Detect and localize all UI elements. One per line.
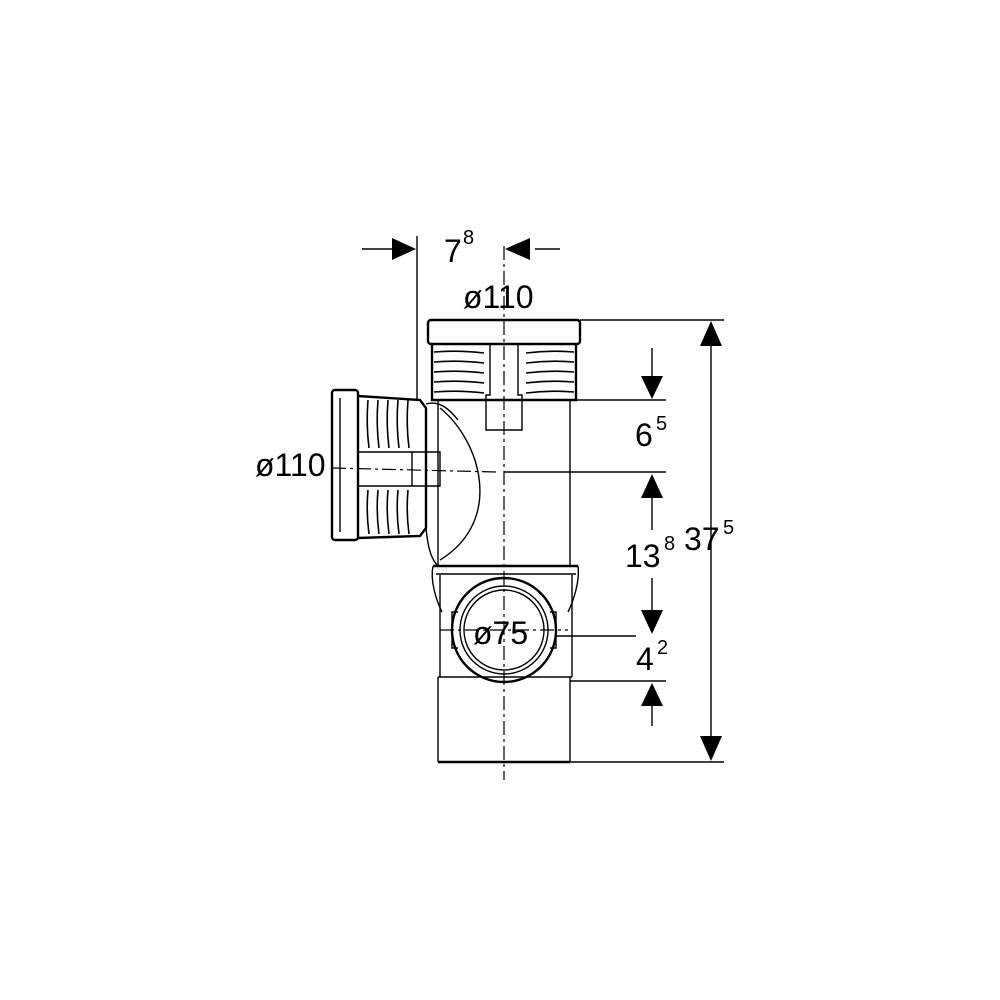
svg-text:2: 2 [657,637,668,659]
svg-text:8: 8 [463,227,474,249]
top-diameter-label: ø110 [463,279,534,315]
upper-dimension-label: 6 5 [635,413,667,453]
top-socket-threads [433,350,575,394]
svg-text:37: 37 [684,521,720,557]
side-branch-threads [366,399,410,535]
offset-label: 7 8 [444,227,474,269]
centre-lines [331,246,568,780]
svg-text:5: 5 [656,413,667,435]
lower-dimension-label: 4 2 [636,637,668,677]
front-diameter-label: ø75 [473,615,528,651]
main-pipe-body [426,318,582,764]
svg-text:7: 7 [444,233,462,269]
svg-text:5: 5 [723,517,734,539]
dimension-lines [362,236,724,763]
middle-dimension-label: 13 8 [625,533,675,574]
svg-text:8: 8 [664,533,675,555]
svg-text:13: 13 [625,538,661,574]
side-branch [330,388,481,567]
total-dimension-label: 37 5 [684,517,734,557]
svg-text:4: 4 [636,641,654,677]
svg-text:6: 6 [635,417,653,453]
side-diameter-label: ø110 [255,447,326,483]
